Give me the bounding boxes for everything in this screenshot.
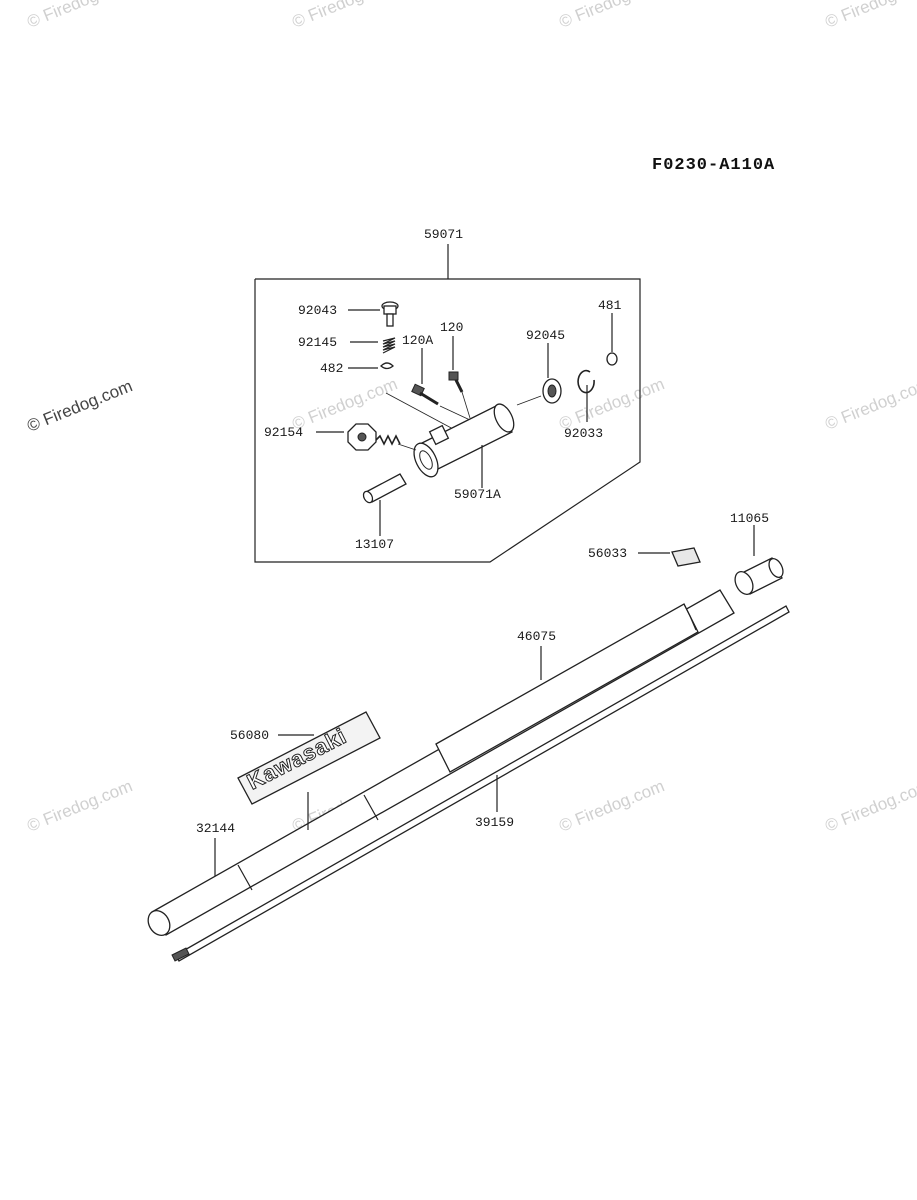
watermark: © Firedog.com [822, 374, 917, 433]
callout-56033: 56033 [588, 546, 627, 561]
watermark: © Firedog.com [556, 374, 667, 433]
watermark: © Firedog.com [24, 0, 135, 32]
callout-120A: 120A [402, 333, 433, 348]
part-482-clip: 482 [320, 361, 456, 431]
callout-32144: 32144 [196, 821, 235, 836]
part-11065-cap: 11065 [730, 511, 784, 595]
callout-481: 481 [598, 298, 622, 313]
part-120-screw: 120 [440, 320, 471, 419]
callout-56080: 56080 [230, 728, 269, 743]
watermark: © Firedog.com [556, 776, 667, 835]
part-120A-screw: 120A [402, 333, 471, 421]
part-92045-bearing: 92045 [516, 328, 565, 406]
part-39159-shaft: 39159 [171, 605, 790, 962]
watermark-layer: © Firedog.com © Firedog.com © Firedog.co… [24, 0, 917, 836]
watermark: © Firedog.com [822, 776, 917, 835]
callout-11065: 11065 [730, 511, 769, 526]
callout-92045: 92045 [526, 328, 565, 343]
part-92043-bolt: 92043 [298, 301, 399, 327]
callout-92033: 92033 [564, 426, 603, 441]
callout-92145: 92145 [298, 335, 337, 350]
callout-13107: 13107 [355, 537, 394, 552]
callout-59071A: 59071A [454, 487, 501, 502]
watermark: © Firedog.com [556, 0, 667, 32]
callout-482: 482 [320, 361, 343, 376]
assembly-59071-box: 59071 [254, 227, 641, 563]
figure-code: F0230-A110A [652, 156, 775, 175]
part-59071A-housing: 59071A [413, 403, 515, 502]
part-13107-pin: 13107 [355, 473, 407, 552]
watermark: © Firedog.com [822, 0, 917, 32]
callout-group-32144: 32144 [196, 821, 235, 876]
callout-46075: 46075 [517, 629, 556, 644]
watermark: © Firedog.com [24, 776, 135, 835]
callout-92154: 92154 [264, 425, 303, 440]
part-92154-knob: 92154 [264, 423, 417, 451]
watermark: © Firedog.com [24, 376, 135, 435]
callout-59071: 59071 [424, 227, 463, 242]
part-481-ring: 481 [598, 298, 622, 366]
watermark: © Firedog.com [289, 0, 400, 32]
part-46075-tube: 46075 [147, 589, 735, 936]
watermark: © Firedog.com [289, 374, 400, 433]
part-56033-label: 56033 [588, 546, 701, 567]
callout-120: 120 [440, 320, 463, 335]
part-92145-spring: 92145 [298, 335, 396, 354]
part-92033-circlip: 92033 [564, 369, 603, 441]
callout-39159: 39159 [475, 815, 514, 830]
callout-92043: 92043 [298, 303, 337, 318]
